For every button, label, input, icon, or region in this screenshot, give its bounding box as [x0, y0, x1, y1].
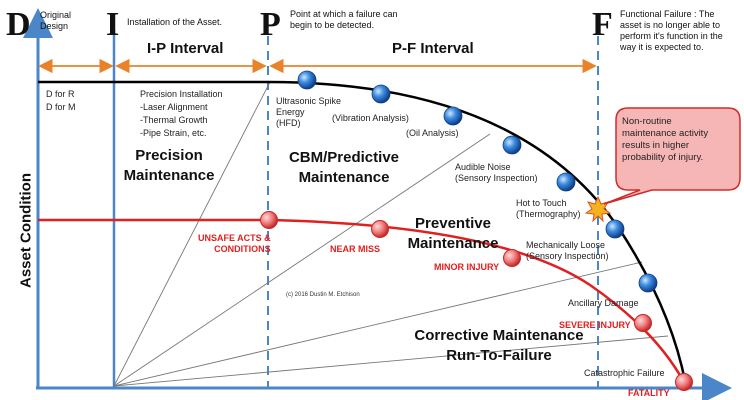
label-hot: Hot to Touch(Thermography) — [516, 198, 581, 219]
label-minor: MINOR INJURY — [434, 262, 500, 272]
marker-p-letter: P — [260, 6, 281, 43]
point-minor — [503, 249, 521, 267]
label-vibration: (Vibration Analysis) — [332, 113, 409, 123]
point-vibration — [371, 84, 391, 104]
marker-f-letter: F — [592, 6, 613, 43]
point-hot — [556, 172, 576, 192]
label-severe: SEVERE INJURY — [559, 320, 631, 330]
point-ultrasonic — [297, 70, 317, 90]
label-fatality: FATALITY — [628, 388, 670, 398]
pf-curve — [38, 80, 688, 387]
d-for-m-label: D for M — [46, 102, 76, 112]
marker-d-letter: D — [6, 6, 31, 43]
pf-interval-label: P-F Interval — [392, 40, 474, 57]
marker-i-note: Installation of the Asset. — [127, 17, 223, 27]
precision-install-item: -Thermal Growth — [140, 115, 208, 125]
marker-d-note: Original Design — [40, 10, 72, 31]
label-loose: Mechanically Loose(Sensory Inspection) — [526, 240, 609, 261]
label-oil: (Oil Analysis) — [406, 128, 459, 138]
marker-i-letter: I — [106, 6, 120, 43]
d-for-r-label: D for R — [46, 89, 75, 99]
label-near-miss: NEAR MISS — [330, 244, 381, 254]
point-oil — [443, 106, 463, 126]
copyright-text: (c) 2016 Dustin M. Etchison — [286, 292, 360, 298]
failure-star-icon — [584, 195, 612, 223]
fan-lines — [113, 81, 669, 387]
precision-install-title: Precision Installation — [140, 89, 223, 99]
point-ancillary — [638, 273, 658, 293]
point-unsafe — [260, 211, 278, 229]
label-audible: Audible Noise(Sensory Inspection) — [455, 162, 538, 183]
marker-p-note: Point at which a failure can begin to be… — [290, 9, 398, 30]
safety-points — [260, 211, 693, 391]
callout-bubble — [603, 107, 741, 205]
marker-f-note: Functional Failure : The asset is no lon… — [620, 9, 723, 52]
point-audible — [502, 135, 522, 155]
precision-install-item: -Pipe Strain, etc. — [140, 128, 207, 138]
ip-interval-label: I-P Interval — [147, 40, 224, 57]
point-near-miss — [371, 220, 389, 238]
detection-points — [297, 70, 658, 293]
precision-install-item: -Laser Alignment — [140, 102, 208, 112]
label-ancillary: Ancillary Damage — [568, 298, 639, 308]
label-catastrophic: Catastrophic Failure — [584, 368, 665, 378]
point-loose — [605, 219, 625, 239]
point-fatality — [675, 373, 693, 391]
label-unsafe: UNSAFE ACTS &CONDITIONS — [198, 233, 271, 254]
safety-curve — [38, 218, 688, 387]
point-severe — [634, 314, 652, 332]
y-axis-title: Asset Condition — [17, 173, 35, 288]
